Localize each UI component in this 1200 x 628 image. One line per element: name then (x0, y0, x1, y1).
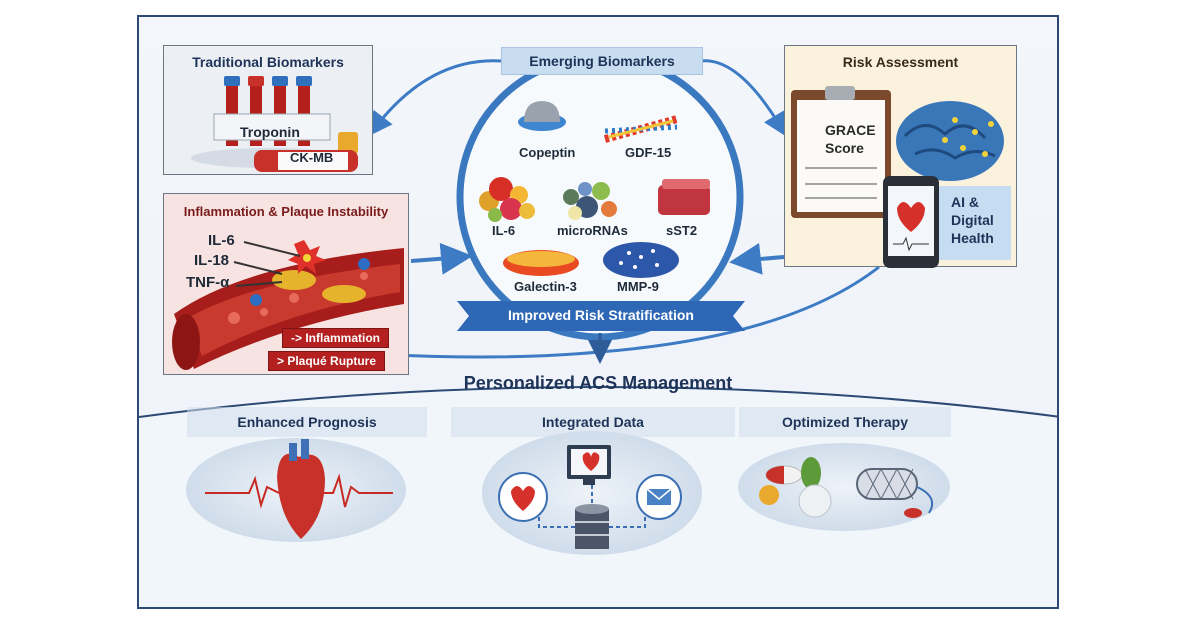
clipboard-icon (791, 86, 891, 218)
ai-digital-line1: AI & (951, 194, 979, 210)
artery-icon (172, 240, 404, 370)
cytokine-il6: IL-6 (208, 232, 235, 249)
enhanced-prognosis-header: Enhanced Prognosis (187, 407, 427, 437)
stent-icon (856, 468, 933, 518)
il6-molecule-icon (479, 177, 535, 222)
cytokine-tnfa: TNF-α (186, 274, 230, 291)
inflammation-panel: Inflammation & Plaque Instability IL-6 I… (163, 193, 409, 375)
ecg-line-left (205, 475, 280, 509)
ai-digital-line2: Digital (951, 212, 994, 228)
pills-icon (759, 457, 832, 518)
gdf15-label: GDF-15 (625, 145, 672, 160)
grace-score-line1: GRACE (825, 122, 876, 138)
emerging-biomarkers-header: Emerging Biomarkers (501, 47, 703, 75)
sst2-label: sST2 (666, 223, 698, 238)
arrow-from-risk (729, 242, 785, 275)
inflammation-tag: -> Inflammation (282, 328, 390, 348)
galectin3-icon (503, 250, 579, 276)
mmp9-icon (603, 242, 679, 278)
arrow-to-risk (700, 59, 787, 137)
lower-section-curve (139, 386, 1057, 418)
optimized-therapy-header: Optimized Therapy (739, 407, 951, 437)
diagram-frame: Traditional Biomarkers Troponin CK-MB Em… (137, 15, 1059, 609)
ribbon-text: Improved Risk Stratification (508, 307, 694, 323)
traditional-title: Traditional Biomarkers (192, 54, 344, 70)
email-circle-icon (636, 474, 682, 520)
connector-layer (139, 53, 1057, 607)
il6-label: IL-6 (492, 223, 516, 238)
copeptin-label: Copeptin (519, 145, 576, 160)
arrow-from-inflammation (410, 242, 473, 275)
risk-stratification-ribbon: Improved Risk Stratification (457, 301, 745, 331)
smartphone-icon (883, 176, 939, 268)
heart-circle-icon (498, 472, 548, 522)
micrornas-icon (563, 182, 617, 220)
troponin-label: Troponin (240, 124, 300, 140)
risk-assessment-panel: Risk Assessment GRAC (784, 45, 1017, 268)
risk-title: Risk Assessment (842, 54, 959, 70)
database-icon (575, 504, 609, 549)
therapy-oval (738, 443, 950, 531)
mmp9-label: MMP-9 (617, 279, 659, 294)
data-connectors (538, 485, 646, 528)
ecg-line-right (319, 473, 393, 508)
ckmb-label: CK-MB (290, 150, 334, 165)
copeptin-icon (518, 101, 566, 131)
galectin3-label: Galectin-3 (514, 279, 577, 294)
management-title: Personalized ACS Management (463, 373, 733, 393)
cytokine-il18: IL-18 (194, 252, 230, 269)
monitor-icon (567, 445, 611, 485)
grace-score-line2: Score (825, 140, 864, 156)
sst2-icon (658, 179, 710, 215)
inflammation-title: Inflammation & Plaque Instability (183, 204, 389, 219)
traditional-biomarkers-panel: Traditional Biomarkers Troponin CK-MB (163, 45, 373, 175)
integrated-data-header: Integrated Data (451, 407, 735, 437)
heart-icon (277, 439, 325, 539)
ai-digital-line3: Health (951, 230, 994, 246)
arrow-to-traditional (368, 59, 502, 137)
test-tubes-icon (191, 76, 358, 172)
gdf15-dna-icon (603, 115, 679, 143)
micrornas-label: microRNAs (557, 223, 628, 238)
plaque-rupture-tag: > Plaqué Rupture (268, 351, 386, 371)
ai-label-bg (935, 186, 1011, 260)
ai-brain-icon (896, 101, 1004, 181)
